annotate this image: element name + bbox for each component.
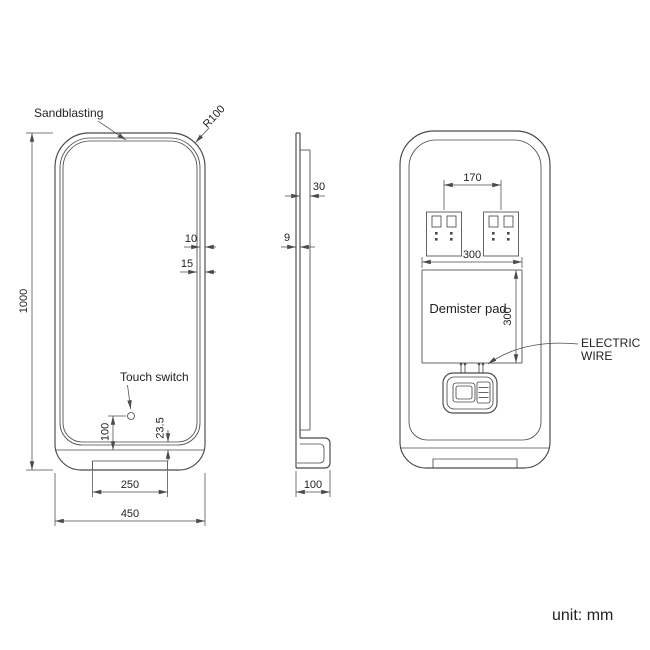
- bracket-slot: [446, 215, 457, 228]
- dim-base-250: 250: [92, 471, 168, 497]
- bracket-hole: [507, 232, 510, 235]
- bracket-left: [426, 211, 462, 257]
- dim-label-brackets: 170: [463, 172, 481, 184]
- terminal-block: [452, 382, 476, 403]
- wire-tip: [463, 362, 467, 366]
- bracket-body: [483, 211, 519, 257]
- dim-label-glass: 9: [284, 232, 290, 244]
- dim-width-450: 450: [54, 473, 206, 526]
- dim-brackets-170: 170: [443, 172, 502, 210]
- dim-frame-30: 30: [285, 181, 325, 199]
- side-tray-inner: [297, 443, 325, 464]
- back-inner-outline: [408, 139, 542, 441]
- wire-tip: [481, 362, 485, 366]
- dim-demister-height-300: 300: [502, 269, 519, 364]
- dim-base-100: 100: [295, 470, 331, 497]
- junction-box-inner: [446, 376, 494, 410]
- bracket-hole: [435, 238, 438, 241]
- wire-tip: [477, 362, 481, 366]
- dim-label-demister-width: 300: [463, 249, 481, 261]
- dim-border-15: 15: [180, 258, 216, 275]
- bracket-hole: [492, 232, 495, 235]
- front-tray-recess: [92, 460, 168, 470]
- junction-box: [442, 362, 498, 414]
- touch-switch-leader: [127, 384, 132, 410]
- dim-touch-100: 100: [100, 415, 126, 451]
- demister-pad: [421, 269, 523, 364]
- back-outline: [399, 130, 551, 469]
- radius-leader: [195, 127, 210, 143]
- bracket-body: [426, 211, 462, 257]
- demister-pad-label: Demister pad: [429, 301, 506, 316]
- wire-tip: [459, 362, 463, 366]
- bracket-hole: [435, 232, 438, 235]
- dim-border-10: 10: [184, 233, 216, 250]
- bracket-slot: [431, 215, 442, 228]
- bracket-right: [483, 211, 519, 257]
- bracket-slot: [503, 215, 514, 228]
- back-view: 170 Demister pad 300 300: [399, 130, 641, 469]
- electric-wire-label-line1: ELECTRIC: [581, 336, 641, 350]
- dim-offset-23-5: 23.5: [155, 417, 171, 461]
- bracket-hole: [450, 238, 453, 241]
- dim-label-demister-height: 300: [502, 307, 514, 325]
- dim-label-border-a: 10: [185, 233, 197, 245]
- side-tray-outer: [296, 437, 331, 469]
- back-tray-recess: [432, 458, 518, 468]
- dim-label-border-b: 15: [181, 258, 193, 270]
- dim-label-base: 250: [121, 479, 139, 491]
- connector: [476, 381, 491, 404]
- side-view: 30 9 100: [281, 132, 331, 497]
- dim-label-base-depth: 100: [304, 479, 322, 491]
- bracket-slot: [488, 215, 499, 228]
- junction-box-outer: [442, 372, 498, 414]
- bracket-hole: [450, 232, 453, 235]
- touch-switch-label: Touch switch: [120, 370, 189, 384]
- dim-label-height: 1000: [18, 289, 30, 313]
- front-view: Sandblasting R100 Touch switch 1000 450 …: [18, 103, 228, 526]
- touch-switch-sensor: [127, 412, 135, 420]
- sandblasting-label: Sandblasting: [34, 106, 103, 120]
- dim-label-frame: 30: [313, 181, 325, 193]
- dim-label-touch: 100: [100, 423, 112, 441]
- electric-wire-label-line2: WIRE: [581, 349, 612, 363]
- front-sandblast-line-outer: [59, 137, 201, 446]
- electric-wire-callout: ELECTRIC WIRE: [487, 336, 641, 365]
- sandblasting-leader: [97, 120, 127, 141]
- dim-demister-width-300: 300: [421, 249, 523, 268]
- electric-wire-leader: [487, 342, 579, 365]
- dim-label-width: 450: [121, 508, 139, 520]
- terminal-block-inner: [455, 385, 473, 400]
- front-sandblast-line-inner: [62, 140, 198, 443]
- unit-label: unit: mm: [552, 607, 613, 624]
- bracket-hole: [492, 238, 495, 241]
- front-outline: [54, 132, 206, 471]
- dim-height-1000: 1000: [18, 132, 53, 471]
- dim-label-offset: 23.5: [155, 417, 167, 438]
- radius-label: R100: [201, 103, 228, 130]
- bracket-hole: [507, 238, 510, 241]
- dim-glass-9: 9: [281, 232, 315, 250]
